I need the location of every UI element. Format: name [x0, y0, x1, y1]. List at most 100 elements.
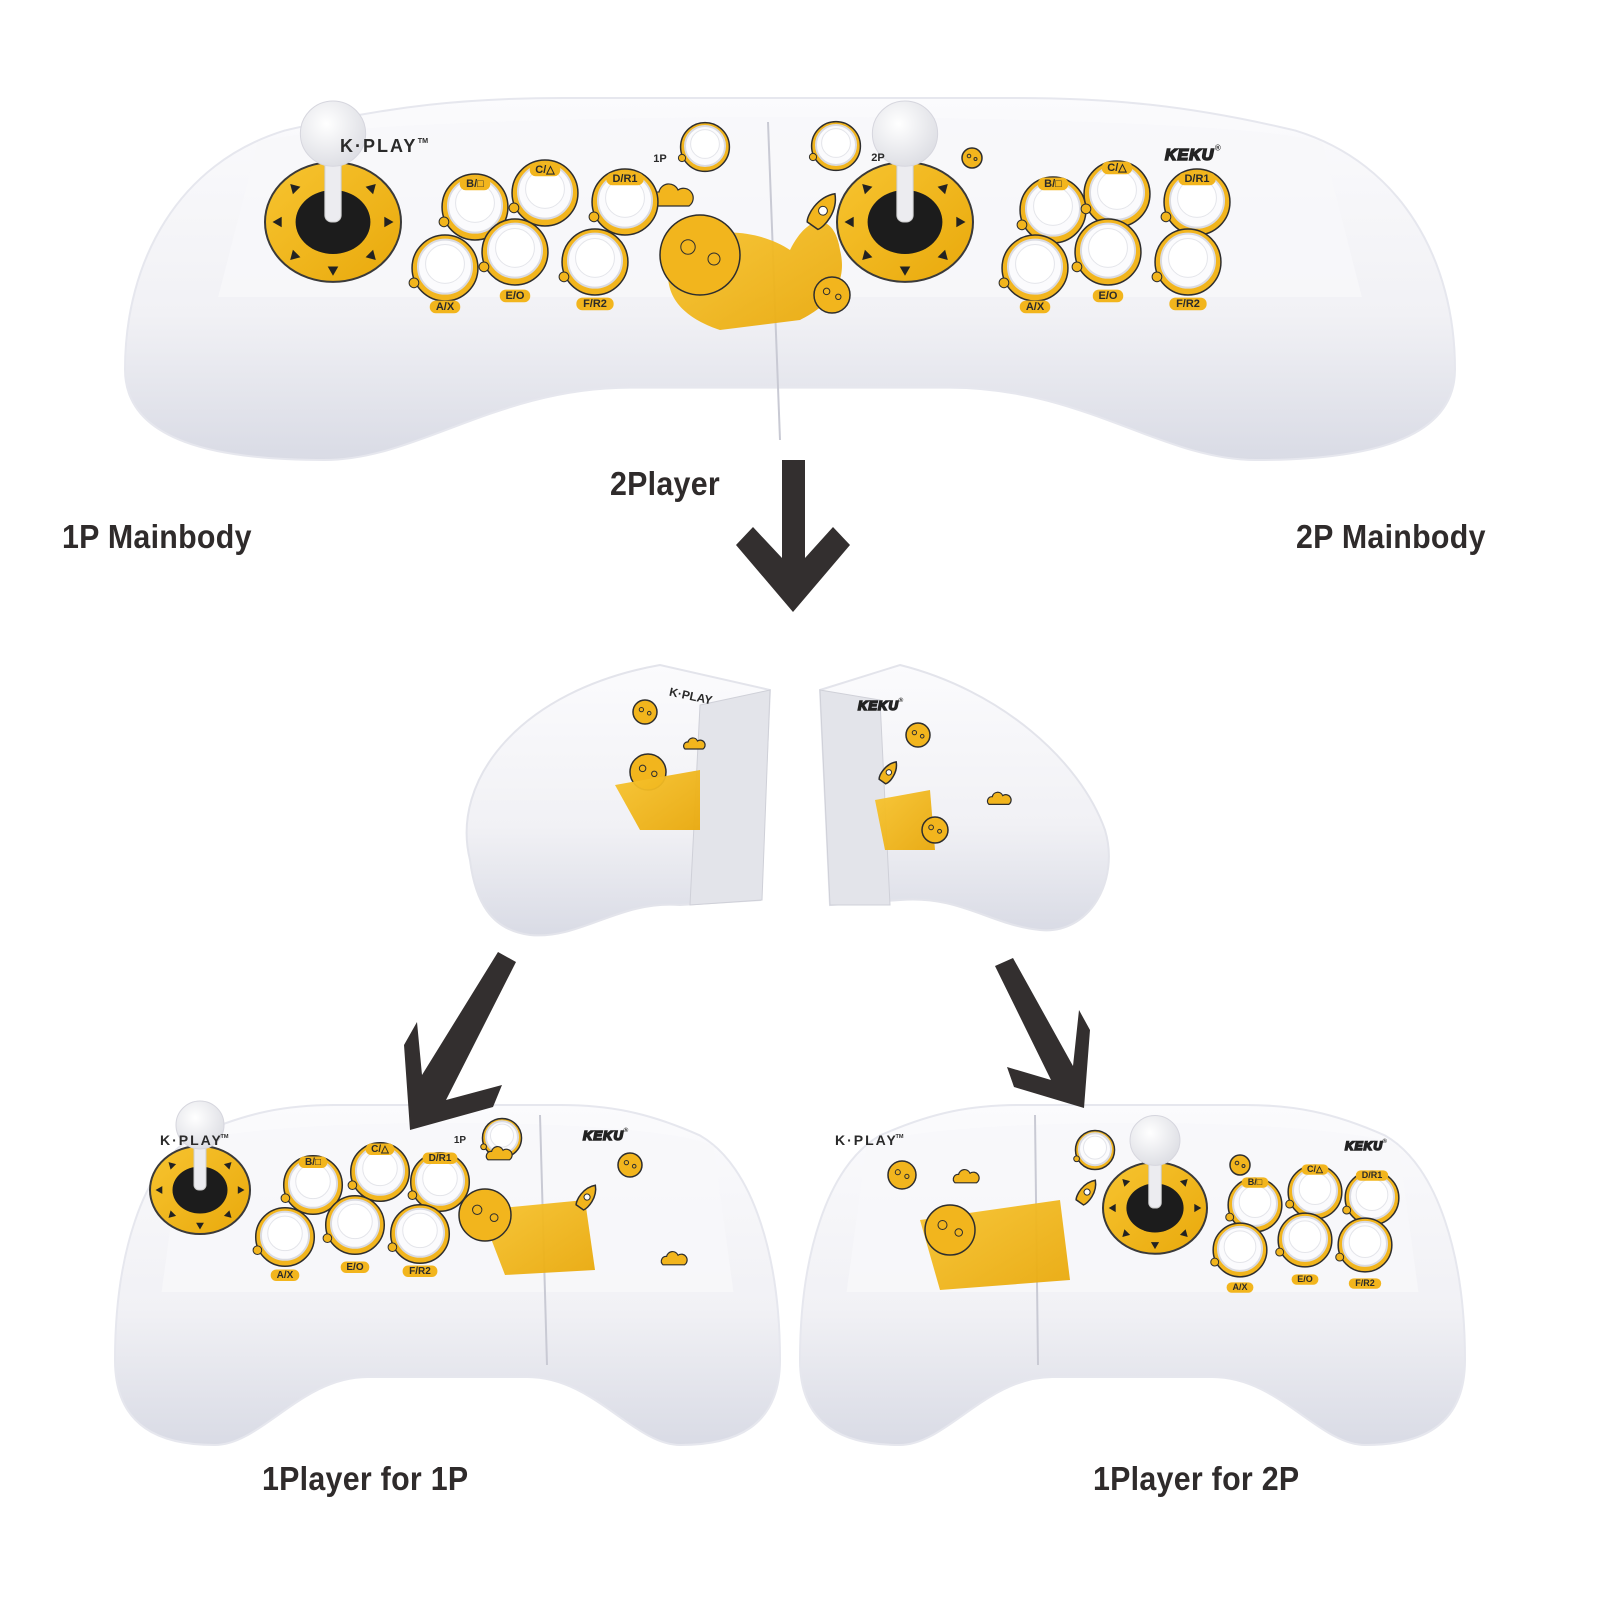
player-2p-label: 2P	[871, 152, 884, 164]
left-half-connector	[689, 689, 771, 906]
button-cap	[1088, 228, 1128, 268]
button-dot	[1151, 271, 1163, 283]
direction-arrow-icon	[237, 1186, 245, 1194]
button-dot	[407, 1190, 418, 1201]
button-cap	[489, 1123, 515, 1148]
label-1player-for-1p: 1Player for 1P	[262, 1460, 469, 1497]
button-label-bg	[270, 1269, 300, 1281]
button-cap	[690, 129, 720, 159]
button-label: F/R2	[583, 298, 607, 310]
button-label-bg	[1101, 161, 1133, 175]
planet-icon	[924, 1204, 976, 1256]
crater	[646, 710, 652, 716]
planet-icon	[921, 816, 949, 844]
crater	[835, 293, 842, 300]
planet-icon	[458, 1188, 512, 1242]
button-label-bg	[402, 1265, 438, 1277]
button-label: E/O	[506, 290, 525, 302]
crater	[937, 1220, 948, 1230]
button-cap	[425, 244, 465, 284]
button-cap	[1355, 1178, 1389, 1212]
direction-arrow-icon	[168, 1162, 177, 1170]
button-label-bg	[422, 1152, 458, 1164]
button-label: B/□	[1044, 178, 1062, 190]
arrow-down-icon	[736, 460, 850, 612]
cloud-icon	[660, 1250, 688, 1266]
button-cap	[337, 1203, 373, 1240]
direction-arrow-icon	[365, 249, 376, 260]
button-dot	[1080, 203, 1092, 215]
button-cap	[1168, 238, 1208, 278]
button-cap	[1348, 1225, 1382, 1259]
button-cap	[267, 1215, 303, 1252]
button-label: D/R1	[1184, 173, 1209, 185]
direction-arrow-icon	[1122, 1229, 1131, 1237]
arrow-down-left-icon	[404, 952, 516, 1130]
rocket-window	[885, 769, 893, 776]
crater	[911, 729, 918, 736]
label-1player-for-2p: 1Player for 2P	[1093, 1460, 1300, 1497]
crater	[928, 824, 934, 831]
button-dot	[408, 277, 420, 289]
button-label-bg	[606, 172, 644, 186]
direction-arrow-icon	[327, 266, 339, 276]
yellow-splash	[615, 770, 700, 830]
button-label-bg	[365, 1143, 395, 1155]
direction-arrow-icon	[223, 1162, 232, 1170]
direction-arrow-icon	[168, 1210, 177, 1218]
direction-arrow-icon	[155, 1186, 163, 1194]
button-label-bg	[459, 177, 491, 191]
label-1p-mainbody: 1P Mainbody	[62, 518, 252, 555]
keku-logo: KEKU	[858, 698, 899, 713]
button-dot	[438, 216, 450, 228]
crater	[894, 1169, 901, 1176]
arrow-down-right-icon	[995, 958, 1090, 1108]
button-cap	[422, 1160, 458, 1197]
button-label: E/O	[1099, 290, 1118, 302]
direction-arrow-icon	[937, 249, 948, 260]
button-label-bg	[1291, 1274, 1319, 1285]
button-label-bg	[1301, 1164, 1329, 1175]
button-dot	[280, 1193, 291, 1204]
kplay-tm: TM	[220, 1134, 228, 1140]
button-label-bg	[1037, 177, 1069, 191]
button-label-bg	[1178, 172, 1216, 186]
button-cap	[1298, 1172, 1332, 1206]
cloud-icon	[485, 1145, 513, 1161]
button-label: F/R2	[1355, 1278, 1375, 1288]
rocket-window	[583, 1193, 591, 1201]
rocket-window	[818, 205, 828, 216]
button-cap	[1097, 170, 1137, 210]
button-label: B/□	[1248, 1177, 1263, 1187]
button-dot	[478, 261, 490, 273]
crater	[489, 1213, 499, 1222]
button-cap	[821, 128, 851, 158]
cloud-icon	[986, 791, 1012, 805]
crater	[707, 252, 721, 266]
button-dot	[480, 1143, 487, 1151]
crater	[966, 153, 972, 159]
crater	[623, 1159, 630, 1166]
direction-arrow-icon	[1179, 1229, 1188, 1237]
button-label: C/△	[535, 164, 555, 176]
button-dot	[1160, 211, 1172, 223]
crater	[919, 733, 925, 739]
crater	[1234, 1160, 1240, 1166]
keku-registered: ®	[899, 696, 904, 704]
crater	[638, 706, 645, 713]
button-label: C/△	[371, 1144, 389, 1155]
button-label: D/R1	[1362, 1170, 1383, 1180]
direction-arrow-icon	[862, 249, 873, 260]
button-label: E/O	[346, 1262, 363, 1273]
button-label: F/R2	[1176, 298, 1200, 310]
joystick-ball	[175, 1100, 225, 1150]
button-dot	[322, 1233, 333, 1244]
button-label: A/X	[436, 301, 455, 313]
button-cap	[362, 1150, 398, 1187]
button-label-bg	[1092, 289, 1124, 303]
button-dot	[808, 152, 818, 162]
joystick-ball	[299, 100, 367, 167]
crater	[904, 1173, 910, 1180]
